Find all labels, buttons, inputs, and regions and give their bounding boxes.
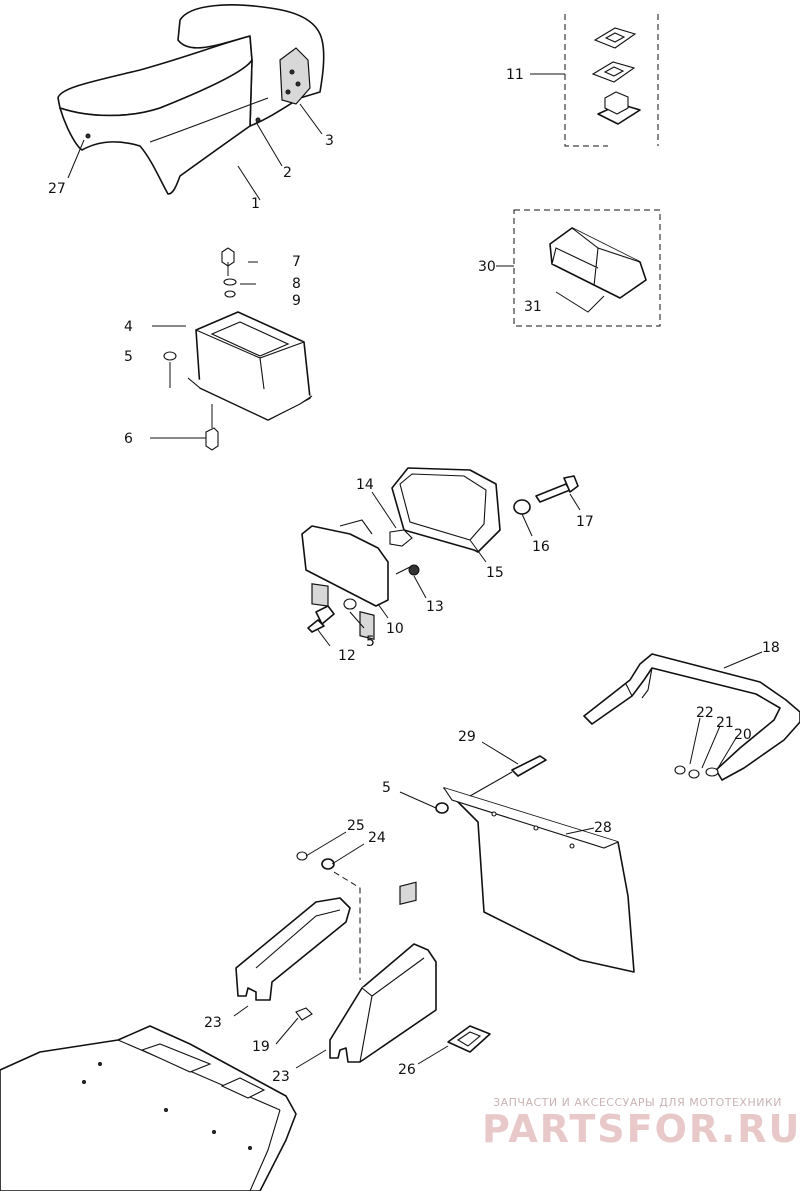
callout-5-flap: 5 [382,780,391,796]
taillight-assembly [301,467,579,640]
callout-17: 17 [576,514,594,530]
callout-19: 19 [252,1039,270,1055]
callout-10: 10 [386,621,404,637]
callout-28: 28 [594,820,612,836]
callout-16: 16 [532,539,550,555]
callout-20: 20 [734,727,752,743]
watermark: ЗАПЧАСТИ И АКСЕССУАРЫ ДЛЯ МОТОТЕХНИКИ PA… [482,1096,800,1151]
callout-6: 6 [124,431,133,447]
callout-15: 15 [486,565,504,581]
storage-bag [513,209,661,327]
callout-25: 25 [347,818,365,834]
snow-flap [435,755,635,973]
callout-21: 21 [716,715,734,731]
chassis-tunnel [0,1025,297,1191]
hitch-guards [235,851,491,1063]
seat-assembly [57,4,325,195]
callout-14: 14 [356,477,374,493]
gasket-kit [564,14,659,147]
rear-bumper [583,653,800,781]
callout-18: 18 [762,640,780,656]
callout-labels: 1 2 3 4 5 5 5 6 7 8 9 10 11 12 13 14 15 … [48,67,780,1085]
callout-8: 8 [292,276,301,292]
callout-24: 24 [368,830,386,846]
callout-9: 9 [292,293,301,309]
watermark-tagline: ЗАПЧАСТИ И АКСЕССУАРЫ ДЛЯ МОТОТЕХНИКИ [493,1096,782,1109]
watermark-logo: PARTSFOR.RU [482,1107,800,1151]
callout-11: 11 [506,67,524,83]
callout-26: 26 [398,1062,416,1078]
callout-3: 3 [325,133,334,149]
callout-7: 7 [292,254,301,270]
reservoir-box [163,247,313,451]
callout-27: 27 [48,181,66,197]
callout-13: 13 [426,599,444,615]
callout-23-lower: 23 [272,1069,290,1085]
leader-lines [67,73,763,1069]
callout-12: 12 [338,648,356,664]
callout-23-upper: 23 [204,1015,222,1031]
callout-2: 2 [283,165,292,181]
callout-5-box: 5 [124,349,133,365]
callout-5-taillight: 5 [366,634,375,650]
callout-22: 22 [696,705,714,721]
callout-30: 30 [478,259,496,275]
callout-29: 29 [458,729,476,745]
callout-4: 4 [124,319,133,335]
callout-31: 31 [524,299,542,315]
callout-1: 1 [251,196,260,212]
